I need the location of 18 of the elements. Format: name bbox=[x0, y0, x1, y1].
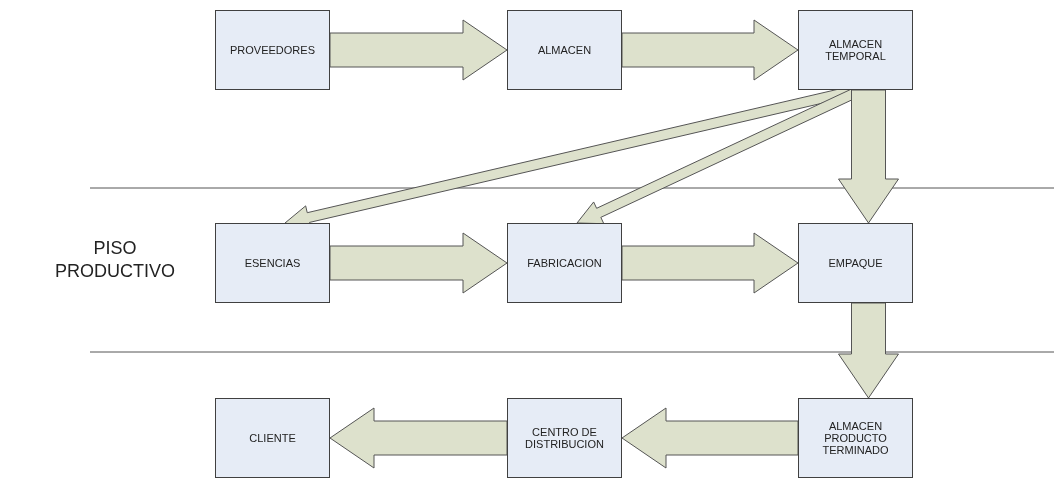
block-arrow bbox=[838, 89, 899, 224]
process-box: ALMACEN PRODUCTO TERMINADO bbox=[798, 398, 913, 478]
block-arrow bbox=[621, 407, 799, 469]
process-box: CLIENTE bbox=[215, 398, 330, 478]
block-arrow bbox=[838, 302, 899, 399]
process-box: CENTRO DE DISTRIBUCION bbox=[507, 398, 622, 478]
block-arrow bbox=[621, 232, 799, 294]
process-box: ALMACEN bbox=[507, 10, 622, 90]
section-label: PISO PRODUCTIVO bbox=[54, 237, 176, 282]
process-box: ALMACEN TEMPORAL bbox=[798, 10, 913, 90]
block-arrow bbox=[329, 19, 508, 81]
process-box: PROVEEDORES bbox=[215, 10, 330, 90]
process-box: ESENCIAS bbox=[215, 223, 330, 303]
block-arrow bbox=[329, 232, 508, 294]
block-arrow bbox=[621, 19, 799, 81]
block-arrow bbox=[329, 407, 508, 469]
process-box: EMPAQUE bbox=[798, 223, 913, 303]
process-box: FABRICACION bbox=[507, 223, 622, 303]
